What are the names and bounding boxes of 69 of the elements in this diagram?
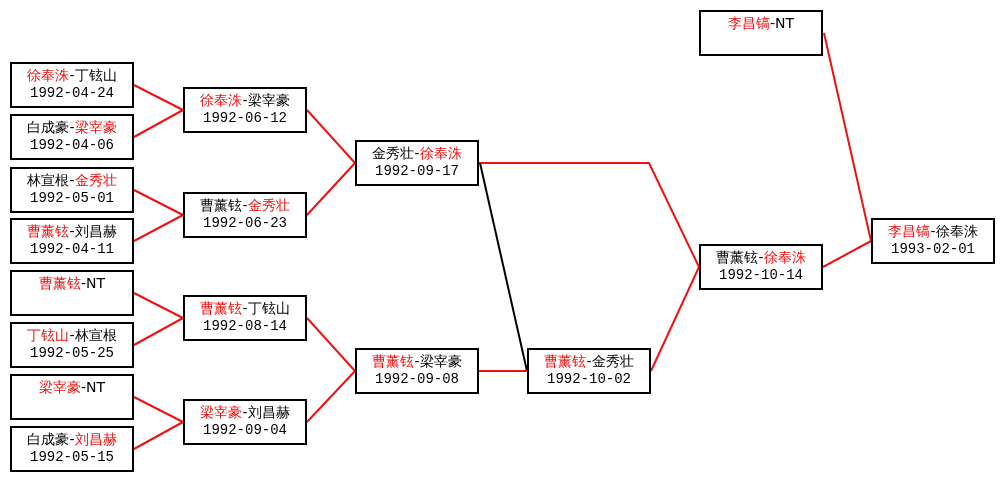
match-date: 1992-06-23 <box>202 214 288 232</box>
bracket-line <box>133 421 184 450</box>
match-date: 1992-09-08 <box>374 370 460 388</box>
match-date: 1992-09-04 <box>202 421 288 439</box>
bracket-line <box>133 317 184 346</box>
bracket-line <box>823 32 872 242</box>
match-players: 白成豪-梁宰豪 <box>26 118 118 136</box>
match-box <box>527 348 651 394</box>
match-players: 曹薰铉-梁宰豪 <box>371 352 463 370</box>
match-box <box>183 192 307 238</box>
match-date: 1992-09-17 <box>374 162 460 180</box>
match-box <box>10 426 134 472</box>
match-date: 1992-04-11 <box>29 240 115 258</box>
match-players: 林宣根-金秀壮 <box>26 171 118 189</box>
match-players: 白成豪-刘昌赫 <box>26 430 118 448</box>
match-players: 曹薰铉-丁铉山 <box>199 299 291 317</box>
bracket-line <box>479 162 528 372</box>
match-players: 曹薰铉-金秀壮 <box>543 352 635 370</box>
bracket-line <box>133 214 184 242</box>
match-players: 李昌镐-NT <box>726 14 796 32</box>
match-players: 曹薰铉-徐奉洙 <box>715 248 807 266</box>
match-players: 金秀壮-徐奉洙 <box>371 144 463 162</box>
match-players: 梁宰豪-NT <box>37 378 107 396</box>
match-box <box>699 10 823 56</box>
match-box <box>871 218 995 264</box>
bracket-line <box>133 292 184 319</box>
bracket-line <box>306 317 356 372</box>
match-players: 徐奉洙-梁宰豪 <box>199 91 291 109</box>
match-box <box>183 399 307 445</box>
match-players: 丁铉山-林宣根 <box>26 326 118 344</box>
match-players: 曹薰铉-金秀壮 <box>199 196 291 214</box>
match-box <box>183 87 307 133</box>
match-players: 梁宰豪-刘昌赫 <box>199 403 291 421</box>
match-box <box>699 244 823 290</box>
bracket-line <box>306 370 356 423</box>
match-date: 1992-10-02 <box>546 370 632 388</box>
bracket-line <box>822 240 872 268</box>
match-date: 1992-10-14 <box>718 266 804 284</box>
match-date: 1992-05-01 <box>29 189 115 207</box>
match-box <box>355 140 479 186</box>
bracket-line <box>133 84 184 111</box>
match-players: 曹薰铉-NT <box>37 274 107 292</box>
match-date: 1992-04-06 <box>29 136 115 154</box>
bracket-line <box>133 109 184 138</box>
bracket-line <box>133 189 184 216</box>
match-box <box>355 348 479 394</box>
bracket-line <box>478 370 528 372</box>
match-box <box>10 270 134 316</box>
match-date: 1993-02-01 <box>890 240 976 258</box>
bracket-line <box>306 109 356 164</box>
match-date: 1992-06-12 <box>202 109 288 127</box>
match-box <box>10 114 134 160</box>
match-date: 1992-08-14 <box>202 317 288 335</box>
match-box <box>10 374 134 420</box>
match-players: 曹薰铉-刘昌赫 <box>26 222 118 240</box>
match-date: 1992-05-15 <box>29 448 115 466</box>
bracket-line <box>306 162 356 216</box>
match-box <box>10 218 134 264</box>
match-box <box>10 62 134 108</box>
match-players: 徐奉洙-丁铉山 <box>26 66 118 84</box>
match-box <box>183 295 307 341</box>
bracket-line <box>650 266 700 372</box>
match-date: 1992-04-24 <box>29 84 115 102</box>
match-box <box>10 322 134 368</box>
bracket-line <box>478 162 700 268</box>
match-players: 李昌镐-徐奉洙 <box>887 222 979 240</box>
match-date: 1992-05-25 <box>29 344 115 362</box>
bracket-line <box>133 396 184 423</box>
match-box <box>10 167 134 213</box>
